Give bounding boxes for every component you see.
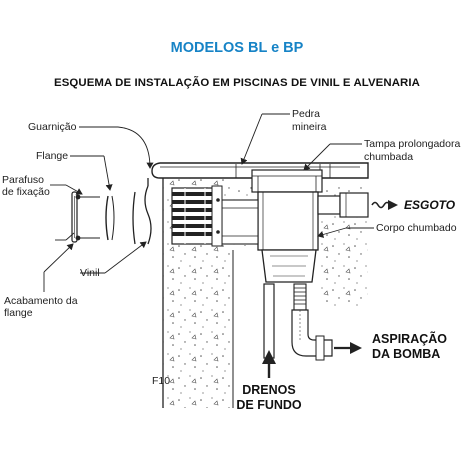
label-aspiracao-2: DA BOMBA [372, 347, 440, 361]
label-guarnicao: Guarnição [28, 121, 77, 133]
label-esgoto: ESGOTO [404, 198, 456, 212]
label-pedra-2: mineira [292, 121, 327, 133]
label-aspiracao-1: ASPIRAÇÃO [372, 331, 447, 346]
leader-lines-left [43, 126, 154, 292]
label-corpo: Corpo chumbado [376, 222, 457, 234]
label-acabamento-2: flange [4, 307, 33, 319]
flange-assembly [171, 185, 223, 247]
drenos-arrow [262, 350, 276, 378]
diagram-subtitle: ESQUEMA DE INSTALAÇÃO EM PISCINAS DE VIN… [54, 77, 420, 89]
label-tampa-1: Tampa prolongadora [364, 138, 460, 150]
label-parafuso-2: de fixação [2, 186, 50, 198]
label-vinil: Vinil [80, 267, 100, 279]
extension-lid [251, 169, 323, 193]
exploded-parts [71, 178, 152, 245]
label-parafuso-1: Parafuso [2, 174, 44, 186]
label-figure: F10 [152, 375, 170, 387]
leader-lines-right [240, 113, 374, 238]
label-tampa-2: chumbada [364, 151, 413, 163]
label-drenos-1: DRENOS [242, 383, 295, 397]
skimmer-body [221, 191, 369, 283]
label-pedra-1: Pedra [292, 108, 320, 120]
label-drenos-2: DE FUNDO [236, 398, 302, 412]
label-flange: Flange [36, 150, 68, 162]
esgoto-arrow [371, 200, 398, 210]
aspiracao-arrow [334, 342, 362, 354]
bottom-pipes [263, 283, 333, 361]
label-acabamento-1: Acabamento da [4, 295, 78, 307]
diagram-title: MODELOS BL e BP [170, 40, 304, 56]
